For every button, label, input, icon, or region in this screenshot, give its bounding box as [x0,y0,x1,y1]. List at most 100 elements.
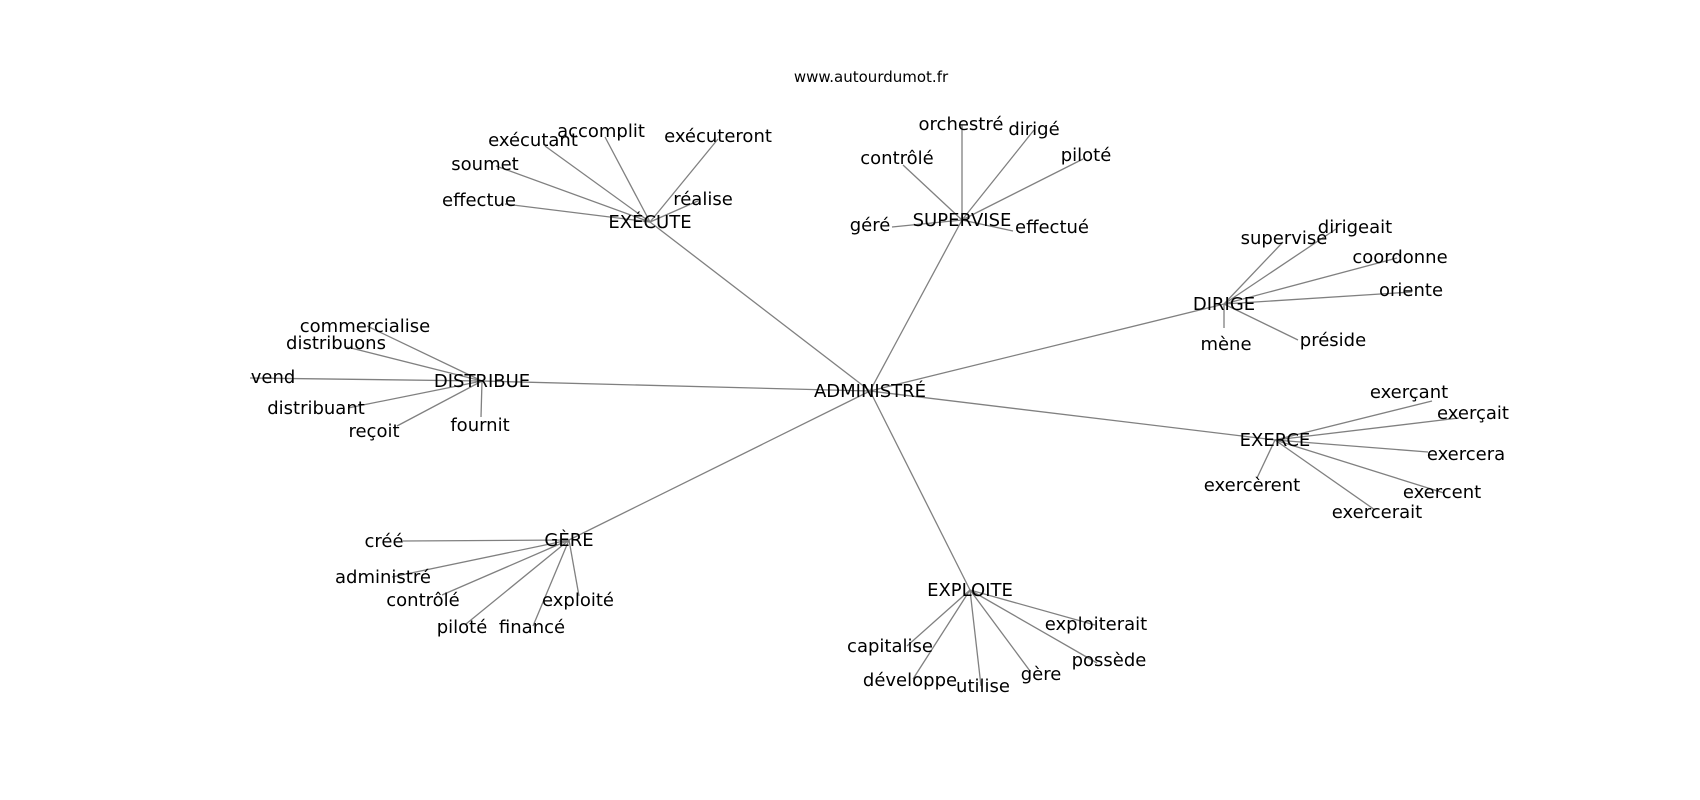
leaf-word-label: exercèrent [1204,475,1300,496]
edge-hub-to-leaf [504,203,651,223]
edge-hub-to-leaf [1274,439,1445,494]
edge-center-to-hub [649,221,871,392]
leaf-word-label: capitalise [847,636,933,657]
edge-hub-to-leaf [1274,400,1433,441]
hub-word-label: GÈRE [544,529,593,551]
leaf-word-label: exerçant [1370,382,1448,403]
leaf-word-label: mène [1200,334,1251,355]
edge-center-to-hub [869,390,971,591]
leaf-word-label: administré [335,567,431,588]
edge-hub-to-leaf [969,589,1096,626]
edge-center-to-hub [869,219,963,392]
hub-word-label: DISTRIBUE [434,371,530,392]
leaf-word-label: vend [251,367,296,388]
leaf-word-label: commercialise [300,316,430,337]
edge-center-to-hub [869,390,1276,441]
edge-hub-to-leaf [544,145,651,223]
leaf-word-label: contrôlé [860,148,933,169]
edge-center-to-hub [481,380,871,392]
leaf-word-label: exploiterait [1045,614,1147,635]
edge-hub-to-leaf [902,164,963,221]
edge-hub-to-leaf [366,325,483,382]
edge-hub-to-leaf [891,219,963,228]
leaf-word-label: distribuant [267,398,365,419]
edge-hub-to-leaf [1223,291,1413,305]
edge-hub-to-leaf [1223,228,1337,305]
leaf-word-label: géré [850,215,891,236]
hub-word-label: EXÉCUTE [608,211,691,233]
leaf-word-label: utilise [956,676,1010,697]
edge-hub-to-leaf [1223,303,1299,341]
edge-hub-to-leaf [604,136,651,223]
edge-hub-to-leaf [906,589,971,647]
edge-hub-to-leaf [391,539,570,578]
edge-hub-to-leaf [1256,439,1276,479]
leaf-word-label: effectué [1015,217,1089,238]
leaf-word-label: développe [863,670,957,691]
leaf-word-label: exploité [542,590,614,611]
leaf-word-label: piloté [1061,145,1112,166]
edge-hub-to-leaf [1223,257,1398,305]
edge-hub-to-leaf [568,539,580,597]
edge-hub-to-leaf [649,199,701,223]
edge-hub-to-leaf [1274,439,1376,511]
hub-word-label: SUPERVISE [913,210,1012,231]
edges [249,125,1460,687]
edge-hub-to-leaf [532,539,570,627]
edge-center-to-hub [869,303,1225,392]
edge-hub-to-leaf [465,539,570,625]
leaf-word-label: distribuons [286,333,386,354]
edge-hub-to-leaf [346,346,483,382]
leaf-word-label: exercera [1427,444,1505,465]
edge-hub-to-leaf [1274,417,1460,441]
leaf-word-label: préside [1300,330,1366,351]
leaf-word-label: exercent [1403,482,1481,503]
edge-hub-to-leaf [649,138,719,223]
edge-hub-to-leaf [969,589,982,687]
leaf-word-label: contrôlé [386,590,459,611]
edge-hub-to-leaf [249,377,483,382]
edge-hub-to-leaf [396,380,483,427]
leaf-word-label: supervise [1241,228,1328,249]
leaf-word-label: possède [1072,650,1147,671]
edge-hub-to-leaf [961,158,1084,221]
edge-hub-to-leaf [912,589,971,680]
source-label: www.autourdumot.fr [794,68,949,86]
leaf-word-label: exerçait [1437,403,1509,424]
leaf-word-label: gère [1021,664,1062,685]
leaf-word-label: créé [364,531,403,552]
edge-hub-to-leaf [969,589,1031,672]
hub-word-label: EXPLOITE [927,580,1013,601]
leaf-word-label: réalise [673,189,733,210]
edge-hub-to-leaf [495,165,651,223]
leaf-word-label: reçoit [348,421,399,442]
hub-word-label: DIRIGE [1193,294,1255,315]
leaf-word-label: exécutant [488,130,578,151]
leaf-word-label: orchestré [919,114,1004,135]
leaf-word-label: effectue [442,190,516,211]
leaf-word-label: dirigeait [1318,217,1392,238]
edge-hub-to-leaf [347,380,483,409]
edge-hub-to-leaf [969,589,1098,664]
leaf-word-label: exécuteront [664,126,772,147]
center-word-label: ADMINISTRÉ [814,380,926,402]
edge-hub-to-leaf [961,219,1014,232]
edge-hub-to-leaf [402,539,570,542]
edge-center-to-hub [568,390,871,541]
leaf-word-label: fournit [450,415,509,436]
leaf-word-label: oriente [1379,280,1443,301]
edge-hub-to-leaf [1274,439,1429,453]
leaf-word-label: exercerait [1332,502,1422,523]
hub-word-label: EXERCE [1240,430,1311,451]
edge-hub-to-leaf [441,539,570,596]
edge-hub-to-leaf [961,129,1035,221]
leaf-word-label: dirigé [1008,119,1059,140]
leaf-word-label: coordonne [1352,247,1447,268]
edge-hub-to-leaf [1223,241,1284,305]
edge-hub-to-leaf [480,380,483,418]
leaf-word-label: piloté [437,617,488,638]
leaf-word-label: accomplit [557,121,645,142]
leaf-word-label: soumet [451,154,518,175]
